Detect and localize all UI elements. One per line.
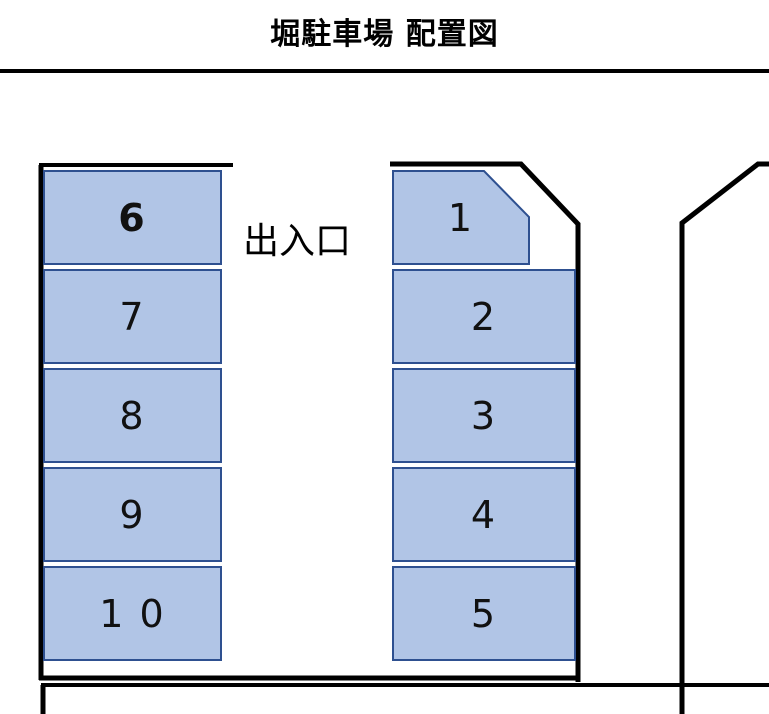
parking-layout-diagram: 出入口 6 7 8 9 1 0 1 2 3 4 5 — [0, 70, 769, 714]
header-divider — [0, 69, 769, 73]
parking-stall-label: 8 — [119, 393, 146, 438]
parking-stall-10[interactable]: 1 0 — [43, 566, 222, 661]
parking-stall-label: 1 — [447, 195, 475, 240]
parking-stall-7[interactable]: 7 — [43, 269, 222, 364]
chamfered-stall-shape — [392, 170, 530, 265]
parking-stall-5[interactable]: 5 — [392, 566, 576, 661]
parking-stall-label: 7 — [119, 294, 146, 339]
parking-stall-label: 3 — [470, 393, 498, 438]
parking-stall-label: 9 — [119, 492, 146, 537]
parking-stall-label: 6 — [118, 195, 147, 240]
adjacent-lot-boundary — [679, 161, 769, 714]
parking-stall-3[interactable]: 3 — [392, 368, 576, 463]
parking-stall-1[interactable]: 1 — [392, 170, 530, 265]
page-header: 堀駐車場 配置図 — [0, 0, 769, 73]
lot-boundary-lines — [38, 161, 769, 714]
entrance-exit-label: 出入口 — [243, 221, 352, 262]
parking-stall-4[interactable]: 4 — [392, 467, 576, 562]
parking-stall-9[interactable]: 9 — [43, 467, 222, 562]
parking-stall-8[interactable]: 8 — [43, 368, 222, 463]
parking-stall-label: 4 — [470, 492, 498, 537]
parking-stall-label: 5 — [470, 591, 498, 636]
lot-top-wall-right-and-chamfer — [390, 161, 581, 682]
parking-stall-label: 2 — [470, 294, 498, 339]
parking-stall-2[interactable]: 2 — [392, 269, 576, 364]
parking-stall-6[interactable]: 6 — [43, 170, 222, 265]
page-title: 堀駐車場 配置図 — [270, 17, 499, 52]
parking-stall-label: 1 0 — [99, 591, 166, 636]
